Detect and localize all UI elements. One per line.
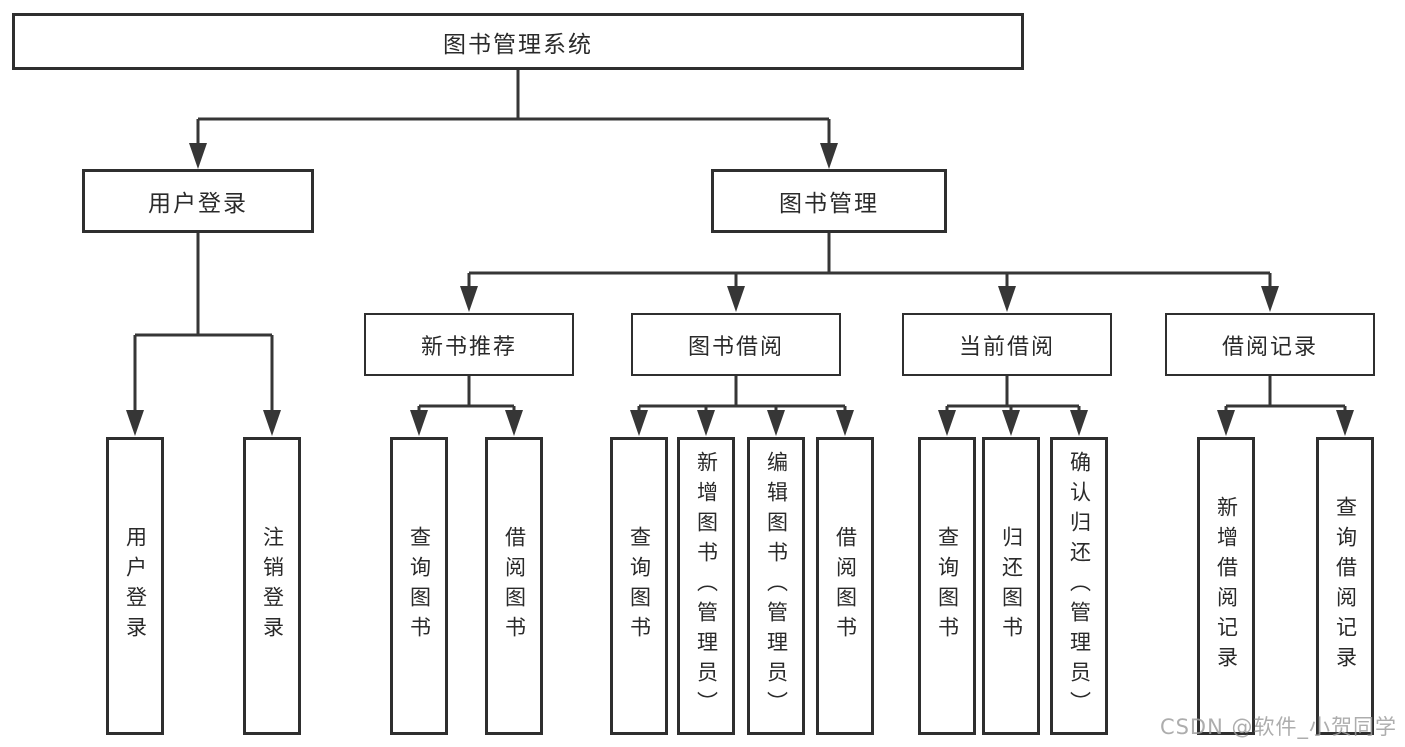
branch-book-management-label: 图书管理 <box>779 191 879 217</box>
group-borrow-record-label: 借阅记录 <box>1221 334 1318 360</box>
group-new-book-recommend-label: 新书推荐 <box>420 334 517 360</box>
leaf-edit-books-admin: 编辑图书（管理员） <box>747 437 805 735</box>
connector-root-to-level1 <box>189 70 838 169</box>
root-node-label: 图书管理系统 <box>443 31 593 58</box>
group-borrow-record: 借阅记录 <box>1165 313 1375 376</box>
leaf-return-books: 归还图书 <box>982 437 1040 735</box>
connector-borrow-to-leaves <box>630 376 854 436</box>
leaf-logout-login: 注销登录 <box>243 437 301 735</box>
leaf-query-borrow-record: 查询借阅记录 <box>1316 437 1374 735</box>
leaf-add-borrow-record-label: 新增借阅记录 <box>1214 496 1239 676</box>
leaf-borrow-books-borrow: 借阅图书 <box>816 437 874 735</box>
leaf-user-login-label: 用户登录 <box>123 526 148 646</box>
leaf-borrow-books-recommend: 借阅图书 <box>485 437 543 735</box>
group-book-borrow-label: 图书借阅 <box>687 334 784 360</box>
leaf-borrow-books-recommend-label: 借阅图书 <box>502 526 527 646</box>
leaf-query-books-recommend-label: 查询图书 <box>407 526 432 646</box>
leaf-query-books-recommend: 查询图书 <box>390 437 448 735</box>
group-book-borrow: 图书借阅 <box>631 313 841 376</box>
leaf-user-login: 用户登录 <box>106 437 164 735</box>
leaf-add-borrow-record: 新增借阅记录 <box>1197 437 1255 735</box>
connector-record-to-leaves <box>1217 376 1354 436</box>
connector-current-to-leaves <box>938 376 1088 436</box>
csdn-watermark: CSDN @软件_小贺同学 <box>1159 715 1397 739</box>
group-current-borrow-label: 当前借阅 <box>958 334 1055 360</box>
branch-user-login-label: 用户登录 <box>148 191 248 217</box>
leaf-confirm-return-admin: 确认归还（管理员） <box>1050 437 1108 735</box>
group-current-borrow: 当前借阅 <box>902 313 1112 376</box>
connector-login-to-leaves <box>126 233 281 436</box>
branch-user-login: 用户登录 <box>82 169 314 233</box>
connector-management-to-groups <box>460 233 1279 312</box>
leaf-logout-login-label: 注销登录 <box>260 526 285 646</box>
leaf-return-books-label: 归还图书 <box>999 526 1024 646</box>
leaf-query-books-current-label: 查询图书 <box>935 526 960 646</box>
leaf-add-books-admin: 新增图书（管理员） <box>677 437 735 735</box>
leaf-query-books-borrow: 查询图书 <box>610 437 668 735</box>
leaf-query-books-current: 查询图书 <box>918 437 976 735</box>
group-new-book-recommend: 新书推荐 <box>364 313 574 376</box>
leaf-edit-books-admin-label: 编辑图书（管理员） <box>764 451 789 721</box>
leaf-query-borrow-record-label: 查询借阅记录 <box>1333 496 1358 676</box>
leaf-borrow-books-borrow-label: 借阅图书 <box>833 526 858 646</box>
branch-book-management: 图书管理 <box>711 169 947 233</box>
leaf-confirm-return-admin-label: 确认归还（管理员） <box>1067 451 1092 721</box>
connector-recommend-to-leaves <box>410 376 523 436</box>
root-node: 图书管理系统 <box>12 13 1024 70</box>
leaf-query-books-borrow-label: 查询图书 <box>627 526 652 646</box>
leaf-add-books-admin-label: 新增图书（管理员） <box>694 451 719 721</box>
